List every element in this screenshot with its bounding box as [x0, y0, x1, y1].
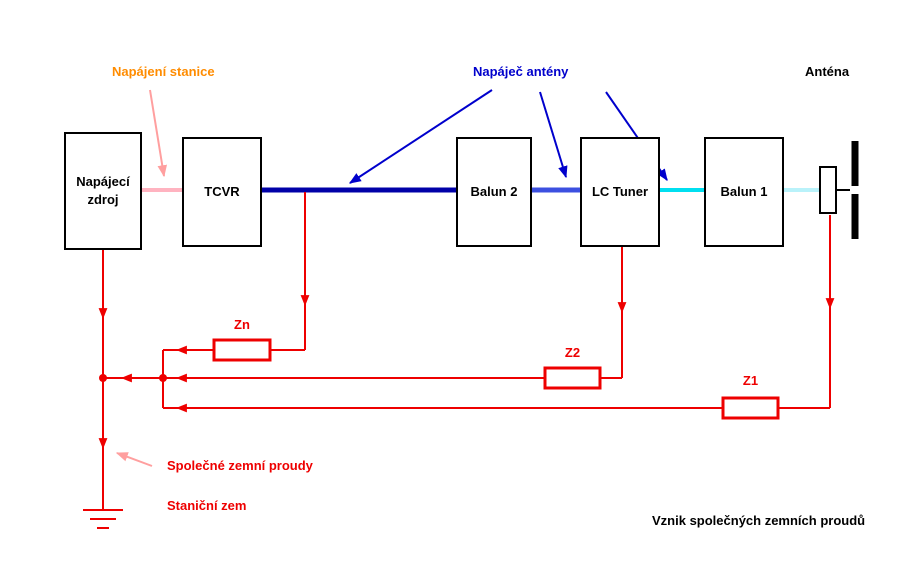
impedance-zn [212, 338, 272, 362]
diagram-caption: Vznik společných zemních proudů [652, 513, 866, 528]
block-lc-tuner: LC Tuner [580, 137, 660, 247]
block-power-supply-label: Napájecí zdroj [76, 174, 130, 207]
block-balun1: Balun 1 [704, 137, 784, 247]
impedance-z1-label: Z1 [742, 373, 759, 388]
impedance-zn-label: Zn [234, 317, 250, 332]
feeder-pointer-arrow-1 [348, 89, 493, 184]
block-balun1-label: Balun 1 [720, 184, 768, 200]
junction-dot-collector [159, 374, 167, 382]
block-tcvr-label: TCVR [204, 184, 240, 200]
feeder-pointer-arrow-2 [539, 91, 568, 179]
block-balun2: Balun 2 [456, 137, 532, 247]
station-supply-pointer-arrow [149, 89, 168, 178]
antenna-label: Anténa [805, 64, 850, 79]
impedance-z2 [543, 366, 602, 390]
block-power-supply: Napájecí zdroj [64, 132, 142, 250]
common-currents-pointer-arrow [115, 452, 153, 467]
block-tcvr: TCVR [182, 137, 262, 247]
antenna-feeder-label: Napáječ antény [473, 64, 569, 79]
station-earth-label: Staniční zem [167, 498, 247, 513]
block-balun2-label: Balun 2 [470, 184, 518, 200]
impedance-z1 [721, 396, 780, 420]
station-supply-label: Napájení stanice [112, 64, 215, 79]
antenna-feedpoint-box [819, 166, 837, 214]
junction-dot-main [99, 374, 107, 382]
common-ground-currents-label: Společné zemní proudy [167, 458, 313, 473]
impedance-z2-label: Z2 [564, 345, 581, 360]
block-lc-tuner-label: LC Tuner [591, 184, 649, 200]
